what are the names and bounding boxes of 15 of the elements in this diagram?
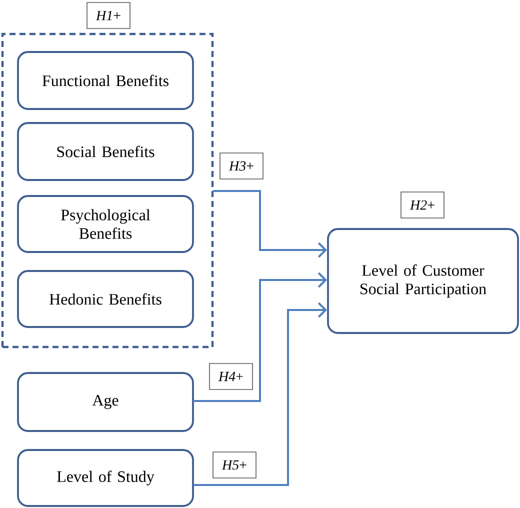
process-box: Hedonic Benefits xyxy=(17,270,194,328)
process-box: Level of Study xyxy=(17,449,194,507)
hypothesis-label: H2+ xyxy=(400,192,444,218)
process-box: Level of Customer Social Participation xyxy=(327,228,519,334)
arrow xyxy=(212,190,328,258)
process-box: Age xyxy=(17,372,194,432)
process-box: Social Benefits xyxy=(17,122,194,181)
hypothesis-label: H3+ xyxy=(220,152,264,180)
arrow xyxy=(192,302,328,486)
hypothesis-label: H1+ xyxy=(86,2,130,29)
process-box: Psychological Benefits xyxy=(17,195,194,253)
process-box: Functional Benefits xyxy=(17,51,194,110)
hypothesis-label: H5+ xyxy=(212,452,256,478)
hypothesis-label: H4+ xyxy=(209,363,253,390)
arrow xyxy=(192,272,328,402)
